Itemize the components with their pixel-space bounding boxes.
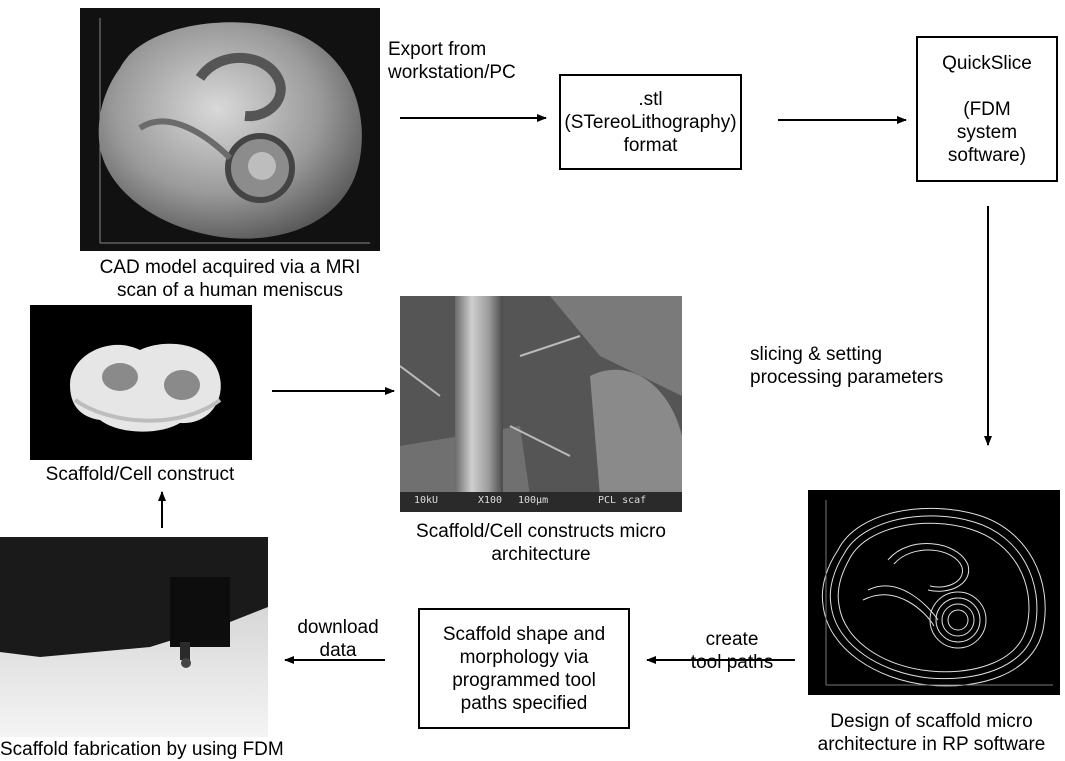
flow-arrows <box>0 0 1065 759</box>
